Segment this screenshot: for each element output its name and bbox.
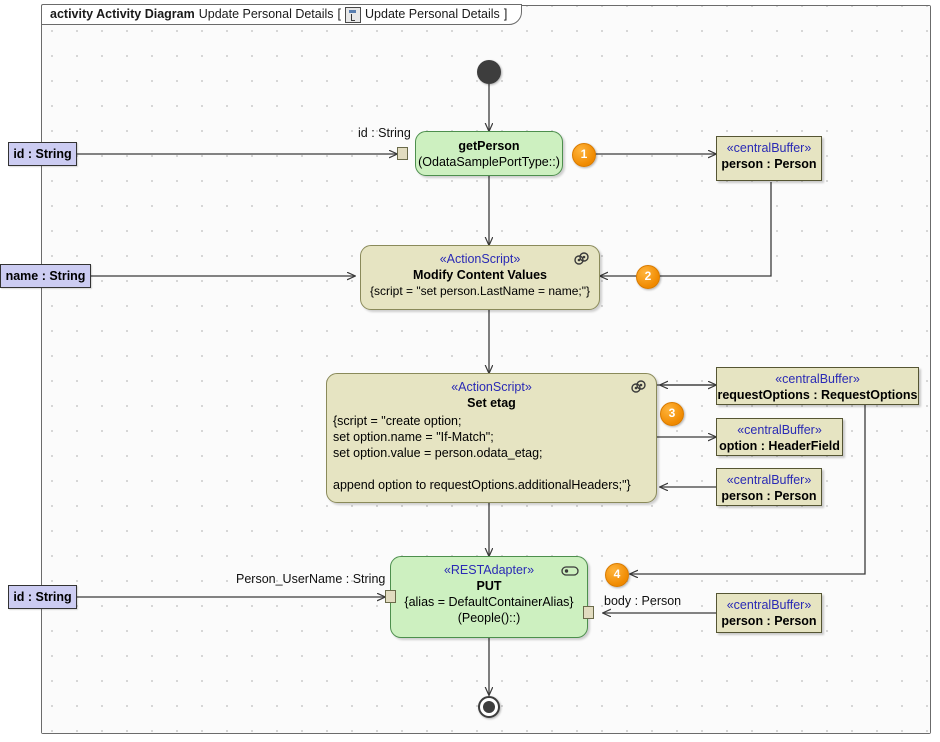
pin-put-username[interactable] <box>385 590 396 603</box>
bracket-close: ] <box>503 7 508 21</box>
buffer-person-top-stereotype: «centralBuffer» <box>726 141 812 155</box>
action-put-alias: {alias = DefaultContainerAlias} <box>404 595 574 609</box>
buffer-person-bottom[interactable]: «centralBuffer» person : Person <box>716 593 822 633</box>
activity-diagram-icon <box>345 6 362 23</box>
activity-final-node <box>478 696 500 718</box>
param-id-top-label: id : String <box>13 147 72 161</box>
badge-modify[interactable]: 2 <box>636 265 660 289</box>
buffer-person-mid[interactable]: «centralBuffer» person : Person <box>716 468 822 506</box>
buffer-option-stereotype: «centralBuffer» <box>737 423 822 437</box>
diagram-qualified-name: Update Personal Details <box>365 7 500 21</box>
action-modify-script: {script = "set person.LastName = name;"} <box>370 284 590 298</box>
rest-adapter-icon <box>561 566 579 576</box>
buffer-request-options-stereotype: «centralBuffer» <box>775 372 860 386</box>
action-getperson[interactable]: getPerson (OdataSamplePortType::) <box>415 131 563 176</box>
action-modify-content-values[interactable]: «ActionScript» Modify Content Values {sc… <box>360 245 600 310</box>
buffer-person-top-label: person : Person <box>721 157 817 171</box>
action-modify-stereotype: «ActionScript» <box>439 252 521 266</box>
badge-set-etag[interactable]: 3 <box>660 402 684 426</box>
action-setetag-title: Set etag <box>467 396 516 410</box>
edge-label-id-string: id : String <box>358 126 411 140</box>
buffer-person-mid-stereotype: «centralBuffer» <box>726 473 812 487</box>
action-put[interactable]: «RESTAdapter» PUT {alias = DefaultContai… <box>390 556 588 638</box>
action-put-title: PUT <box>476 579 502 593</box>
diagram-keyword: activity Activity Diagram <box>50 7 195 21</box>
action-modify-title: Modify Content Values <box>412 268 548 282</box>
buffer-person-bottom-stereotype: «centralBuffer» <box>726 598 812 612</box>
param-id-bottom-label: id : String <box>13 590 72 604</box>
buffer-option[interactable]: «centralBuffer» option : HeaderField <box>716 418 843 456</box>
action-setetag-stereotype: «ActionScript» <box>451 380 532 394</box>
buffer-person-top[interactable]: «centralBuffer» person : Person <box>716 136 822 181</box>
param-id-top[interactable]: id : String <box>8 142 77 166</box>
edge-label-body-person: body : Person <box>604 594 682 608</box>
buffer-request-options[interactable]: «centralBuffer» requestOptions : Request… <box>716 367 919 405</box>
buffer-person-mid-label: person : Person <box>721 489 817 503</box>
action-setetag-script: {script = "create option; set option.nam… <box>333 414 631 492</box>
initial-node <box>477 60 501 84</box>
script-icon <box>631 380 646 393</box>
buffer-person-bottom-label: person : Person <box>721 614 817 628</box>
param-name[interactable]: name : String <box>0 264 91 288</box>
action-put-subtitle: (People()::) <box>457 611 521 625</box>
bracket-open: [ <box>337 7 342 21</box>
param-id-bottom[interactable]: id : String <box>8 585 77 609</box>
action-set-etag[interactable]: «ActionScript» Set etag {script = "creat… <box>326 373 657 503</box>
buffer-option-label: option : HeaderField <box>719 439 840 453</box>
badge-getperson[interactable]: 1 <box>572 143 596 167</box>
diagram-title-bar: activity Activity Diagram Update Persona… <box>41 4 523 25</box>
action-put-stereotype: «RESTAdapter» <box>443 563 535 577</box>
diagram-name: Update Personal Details <box>198 7 334 21</box>
pin-getperson-id[interactable] <box>397 147 408 160</box>
activity-final-inner <box>483 701 495 713</box>
action-getperson-subtitle: (OdataSamplePortType::) <box>418 155 560 169</box>
buffer-request-options-label: requestOptions : RequestOptions <box>717 388 918 402</box>
script-icon <box>574 252 589 265</box>
edge-label-person-username: Person_UserName : String <box>236 572 386 586</box>
param-name-label: name : String <box>5 269 86 283</box>
badge-put[interactable]: 4 <box>605 563 629 587</box>
action-getperson-title: getPerson <box>458 139 520 153</box>
pin-put-body[interactable] <box>583 606 594 619</box>
